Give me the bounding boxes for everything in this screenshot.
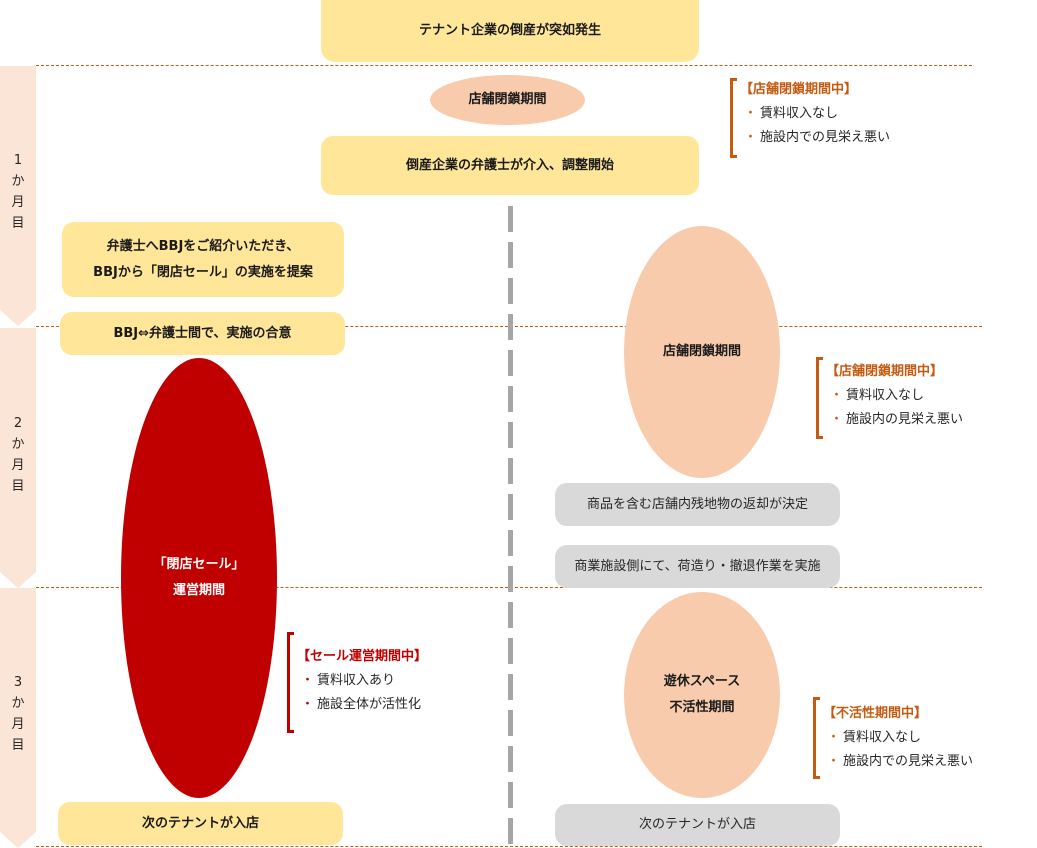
month-band-3	[0, 588, 36, 832]
next-tenant-box-left: 次のテナントが入店	[58, 802, 343, 845]
note-closure-top: 【店舗閉鎖期間中】 ・賃料収入なし ・施設内での見栄え悪い	[740, 82, 891, 145]
closure-period-ellipse-top: 店舗閉鎖期間	[430, 75, 585, 125]
month-label-1: 1 か 月 目	[11, 153, 25, 231]
lawyer-intervention-box: 倒産企業の弁護士が介入、調整開始	[321, 136, 699, 195]
note-bracket-idle	[813, 697, 820, 779]
closure-period-ellipse-right: 店舗閉鎖期間	[624, 226, 780, 478]
note-idle: 【不活性期間中】 ・賃料収入なし ・施設内での見栄え悪い	[823, 706, 974, 769]
note-bracket-top	[730, 78, 737, 158]
month-band-2	[0, 328, 36, 572]
month-arrow-2	[0, 572, 36, 588]
note-closure-right: 【店舗閉鎖期間中】 ・賃料収入なし ・施設内の見栄え悪い	[826, 364, 964, 427]
month-label-2: 2 か 月 目	[11, 416, 25, 494]
closing-sale-period-ellipse: 「閉店セール」 運営期間	[121, 358, 277, 798]
bankruptcy-event-box: テナント企業の倒産が突如発生	[321, 0, 699, 62]
month-arrow-1	[0, 310, 36, 326]
return-decision-box: 商品を含む店舗内残地物の返却が決定	[555, 483, 840, 526]
bbj-proposal-box: 弁護士へBBJをご紹介いただき、 BBJから「閉店セール」の実施を提案	[62, 222, 344, 297]
idle-space-ellipse: 遊休スペース 不活性期間	[624, 592, 780, 798]
column-separator	[508, 206, 513, 848]
month-label-3: 3 か 月 目	[11, 675, 25, 753]
packing-work-box: 商業施設側にて、荷造り・撤退作業を実施	[555, 545, 840, 588]
month-band-1	[0, 66, 36, 310]
next-tenant-box-right: 次のテナントが入店	[555, 804, 840, 846]
month-divider-1	[36, 65, 972, 66]
agreement-box: BBJ⇔弁護士間で、実施の合意	[60, 312, 345, 355]
month-arrow-3	[0, 832, 36, 848]
note-bracket-right-closure	[816, 357, 823, 439]
note-bracket-sale	[287, 632, 294, 733]
note-sale: 【セール運営期間中】 ・賃料収入あり ・施設全体が活性化	[297, 649, 428, 712]
